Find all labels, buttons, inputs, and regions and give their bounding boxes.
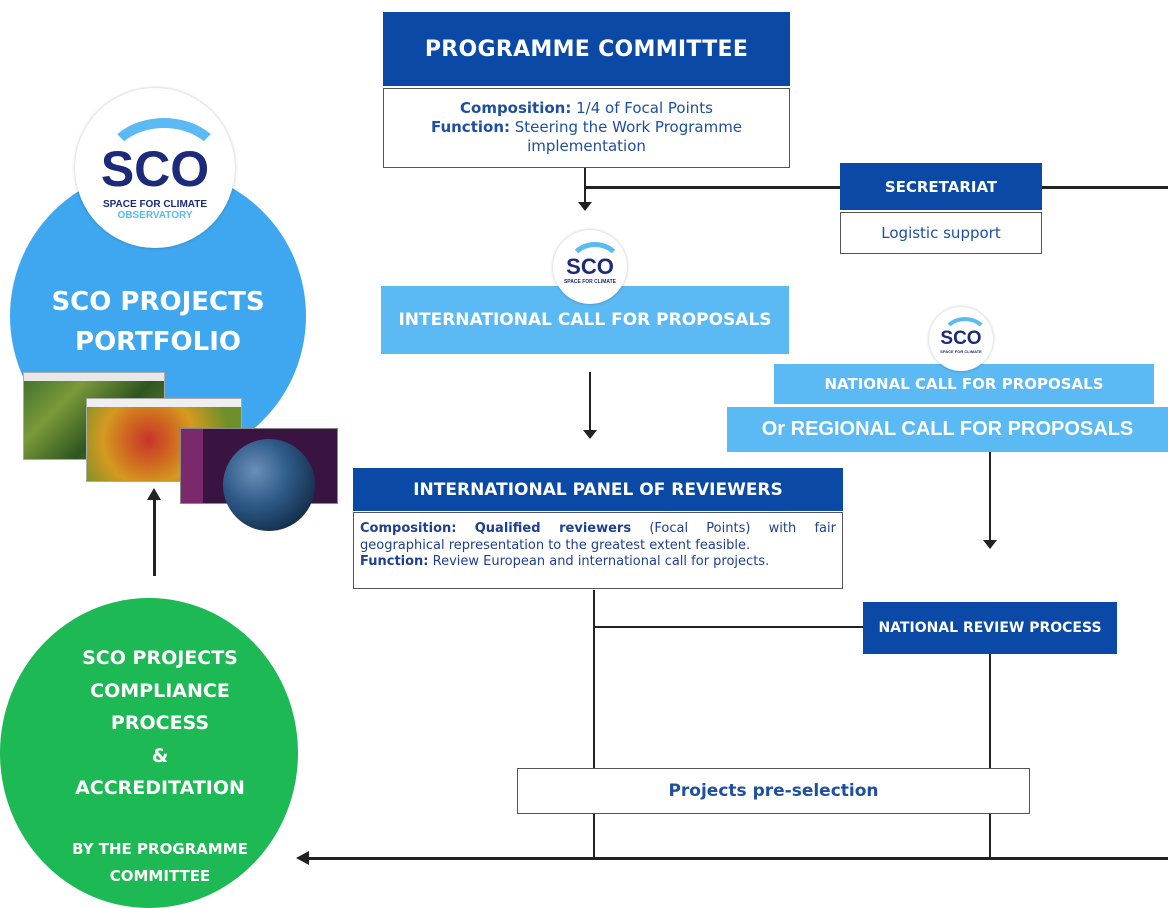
pre-selection-title: Projects pre-selection xyxy=(668,781,879,801)
compliance-line3: PROCESS xyxy=(110,712,210,734)
pc-function-label: Function: xyxy=(430,118,510,136)
arrowhead-pc xyxy=(578,202,592,211)
connector-panel-national xyxy=(593,626,863,628)
arrowhead-national xyxy=(983,540,997,549)
national-review-title: NATIONAL REVIEW PROCESS xyxy=(878,620,1102,636)
arrowhead-bottom xyxy=(296,851,309,865)
regional-call-box: Or REGIONAL CALL FOR PROPOSALS xyxy=(727,407,1168,452)
screenshot-sidebar xyxy=(181,429,203,503)
pre-selection-box: Projects pre-selection xyxy=(517,768,1030,814)
panel-composition-bold: Qualified reviewers xyxy=(474,521,632,536)
panel-composition-label: Composition: xyxy=(360,521,457,536)
programme-committee-details: Composition: 1/4 of Focal Points Functio… xyxy=(383,88,790,168)
logo-arc-icon xyxy=(941,317,989,359)
national-review-box: NATIONAL REVIEW PROCESS xyxy=(863,602,1117,654)
national-call-title: NATIONAL CALL FOR PROPOSALS xyxy=(824,375,1104,393)
connector-preselect-right-leg xyxy=(989,814,991,858)
panel-function-label: Function: xyxy=(360,554,429,569)
logo-arc-icon xyxy=(567,242,623,292)
portfolio-label: SCO PROJECTS PORTFOLIO xyxy=(10,282,306,362)
programme-committee-title: PROGRAMME COMMITTEE xyxy=(424,36,749,62)
screenshot-toolbar xyxy=(24,373,164,381)
logo-acronym: SCO xyxy=(100,141,210,197)
logo-line2: OBSERVATORY xyxy=(117,210,193,221)
compliance-line4: & xyxy=(151,744,169,767)
connector-national-call-down xyxy=(989,452,991,542)
compliance-line2: COMPLIANCE xyxy=(90,679,230,702)
connector-preselect-left-leg xyxy=(593,814,595,858)
panel-composition-value: (Focal Points) with fair geographical re… xyxy=(360,521,836,553)
panel-reviewers-header: INTERNATIONAL PANEL OF REVIEWERS xyxy=(353,468,843,511)
logo-line1: SPACE FOR CLIMATE xyxy=(563,279,617,285)
connector-compliance-up xyxy=(153,498,156,576)
connector-bottom-arrow xyxy=(308,857,1168,860)
secretariat-details: Logistic support xyxy=(840,212,1042,254)
globe-icon xyxy=(223,439,315,531)
arrowhead-intl xyxy=(583,430,597,439)
connector-national-review-down xyxy=(989,654,991,768)
sco-logo-large: SCO SPACE FOR CLIMATE OBSERVATORY xyxy=(75,88,235,248)
programme-committee-header: PROGRAMME COMMITTEE xyxy=(383,12,790,86)
screenshot-toolbar xyxy=(87,399,241,407)
connector-panel-down xyxy=(593,590,595,768)
portfolio-line2: PORTFOLIO xyxy=(75,327,241,357)
sco-logo-small-intl: SCO SPACE FOR CLIMATE xyxy=(553,230,627,304)
panel-reviewers-title: INTERNATIONAL PANEL OF REVIEWERS xyxy=(413,479,783,500)
connector-intl-call-down xyxy=(589,372,591,432)
arrowhead-portfolio xyxy=(147,488,161,500)
logo-line1: SPACE FOR CLIMATE xyxy=(940,349,982,354)
pc-function-value: Steering the Work Programme implementati… xyxy=(514,118,743,155)
compliance-line1: SCO PROJECTS xyxy=(82,647,238,669)
compliance-line5: ACCREDITATION xyxy=(75,777,245,799)
panel-reviewers-details: Composition: Qualified reviewers (Focal … xyxy=(353,512,843,589)
portfolio-line1: SCO PROJECTS xyxy=(51,287,265,317)
connector-secretariat xyxy=(584,186,840,189)
regional-call-title: Or REGIONAL CALL FOR PROPOSALS xyxy=(761,418,1134,440)
compliance-label: SCO PROJECTS COMPLIANCE PROCESS & ACCRED… xyxy=(0,642,320,805)
pc-composition-label: Composition: xyxy=(460,99,572,117)
panel-function-value: Review European and international call f… xyxy=(432,554,770,569)
logo-acronym: SCO xyxy=(566,254,614,279)
secretariat-subtitle: Logistic support xyxy=(881,224,1001,242)
compliance-line7: COMMITTEE xyxy=(109,867,211,885)
logo-line1: SPACE FOR CLIMATE xyxy=(102,199,208,210)
sco-logo-small-national: SCO SPACE FOR CLIMATE xyxy=(929,307,993,371)
logo-arc-icon xyxy=(101,118,227,216)
pc-composition-value: 1/4 of Focal Points xyxy=(576,99,713,117)
logo-acronym: SCO xyxy=(940,328,982,349)
secretariat-header: SECRETARIAT xyxy=(840,163,1042,210)
compliance-sub-label: BY THE PROGRAMME COMMITTEE xyxy=(0,836,320,890)
screenshot-globe xyxy=(180,428,338,531)
international-call-title: INTERNATIONAL CALL FOR PROPOSALS xyxy=(398,310,772,330)
connector-secretariat-right xyxy=(1042,186,1168,189)
compliance-line6: BY THE PROGRAMME xyxy=(72,840,248,858)
national-call-box: NATIONAL CALL FOR PROPOSALS xyxy=(774,364,1154,404)
secretariat-title: SECRETARIAT xyxy=(884,177,998,196)
compliance-circle xyxy=(0,598,298,908)
